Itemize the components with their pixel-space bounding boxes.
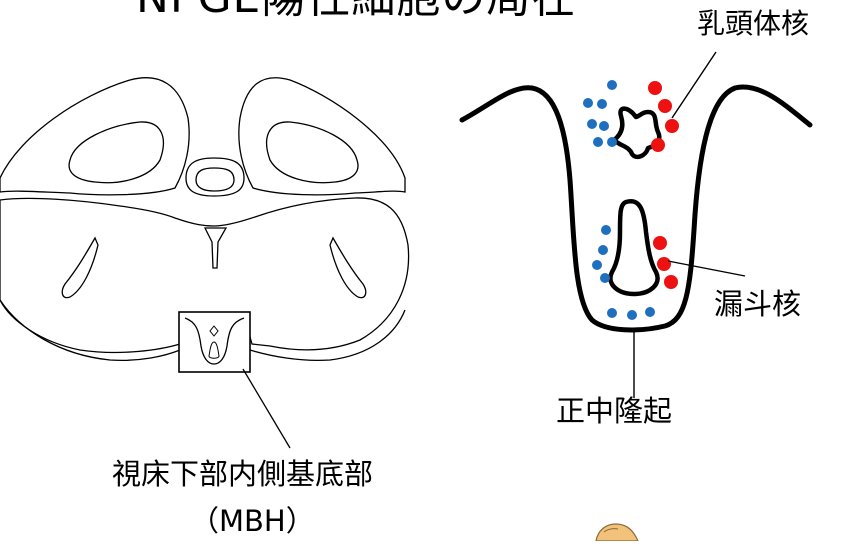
left-ventricle-oval [68,121,164,184]
central-body [185,157,245,197]
mammillary-nucleus-label: 乳頭体核 [697,7,810,40]
recess-upper [611,106,662,160]
blue-cells [583,80,655,320]
main-body-outline [0,197,410,354]
left-upper-lobe [0,77,190,196]
mammillary-leader-line [671,51,717,119]
third-ventricle [203,227,228,269]
mbh-box [178,311,251,373]
left-lower-arc [0,299,181,362]
right-slit [329,236,367,299]
diagram-title: NPGE陽性細胞の局在 [136,0,576,20]
recess-lower [608,199,660,297]
central-body-inner [195,167,235,192]
red-cells [648,81,679,289]
right-upper-lobe [238,77,406,196]
mbh-leader-line [242,368,291,449]
infundibular-leader-line [667,260,746,277]
mbh-abbrev-label: （MBH） [190,504,315,538]
right-lower-arc [249,309,406,362]
median-eminence-enlarged [459,84,813,333]
left-slit [61,236,99,299]
right-ventricle-oval [266,121,359,184]
median-eminence-label: 正中隆起 [556,394,673,428]
mbh-label: 視床下部内側基底部 [112,457,374,491]
fish-icon [595,523,639,542]
brain-section-outline [0,77,410,362]
eminence-outline [459,84,813,333]
infundibular-nucleus-label: 漏斗核 [714,287,802,321]
